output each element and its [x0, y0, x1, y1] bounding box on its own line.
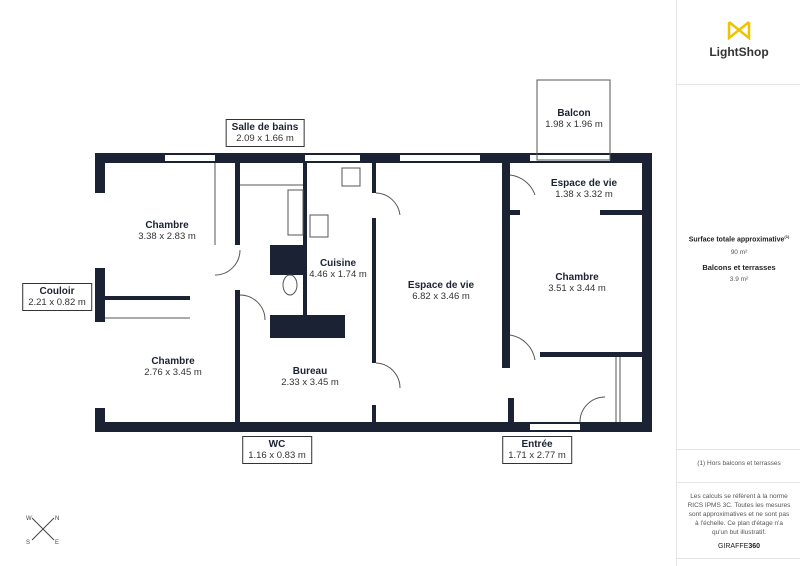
room-name: Espace de vie — [407, 280, 475, 291]
floor-plan: W N S E — [26, 79, 652, 546]
room-dim: 1.71 x 2.77 m — [508, 450, 566, 461]
room-name: Cuisine — [319, 258, 357, 269]
surface-section: Surface totale approximative(1) 90 m² Ba… — [677, 84, 800, 450]
room-dim: 2.33 x 3.45 m — [281, 377, 339, 388]
room-dim: 6.82 x 3.46 m — [412, 291, 470, 302]
room-label-salle-de-bains: Salle de bains 2.09 x 1.66 m — [225, 119, 305, 147]
compass-e: E — [55, 540, 59, 546]
disclaimer: Les calculs se réfèrent à la norme RICS … — [687, 493, 791, 536]
room-label-cuisine: Cuisine 4.46 x 1.74 m — [309, 258, 367, 280]
room-dim: 2.21 x 0.82 m — [28, 297, 86, 308]
room-dim: 2.76 x 3.45 m — [144, 367, 202, 378]
room-dim: 4.46 x 1.74 m — [309, 269, 367, 280]
brand-a: GIRAFFE — [717, 543, 749, 550]
room-name: Espace de vie — [550, 178, 618, 189]
total-sup: (1) — [784, 234, 790, 239]
room-name: Chambre — [151, 356, 195, 367]
room-name: Chambre — [145, 220, 189, 231]
room-dim: 1.16 x 0.83 m — [248, 450, 306, 461]
info-panel: LightShop Surface totale approximative(1… — [676, 0, 800, 566]
room-label-chambre-3: Chambre 3.51 x 3.44 m — [548, 272, 606, 294]
room-label-chambre-2: Chambre 2.76 x 3.45 m — [144, 356, 202, 378]
brand-b: 360 — [748, 543, 761, 550]
room-dim: 3.38 x 2.83 m — [138, 231, 196, 242]
room-dim: 2.09 x 1.66 m — [236, 133, 294, 144]
room-name: Balcon — [557, 108, 591, 119]
compass: W N S E — [26, 516, 59, 546]
balcony-value: 3.9 m² — [729, 276, 749, 284]
room-label-espace-de-vie-2: Espace de vie 1.38 x 3.32 m — [551, 178, 617, 200]
room-dim: 3.51 x 3.44 m — [548, 283, 606, 294]
lightshop-logo-icon — [727, 21, 751, 41]
room-label-couloir: Couloir 2.21 x 0.82 m — [22, 283, 92, 311]
footnote: (1) Hors balcons et terrasses — [677, 449, 800, 483]
windows — [97, 155, 610, 430]
room-name: Bureau — [292, 366, 328, 377]
room-label-wc: WC 1.16 x 0.83 m — [242, 436, 312, 464]
room-name: Couloir — [39, 286, 75, 297]
logo-section: LightShop — [677, 0, 800, 85]
room-label-espace-de-vie-1: Espace de vie 6.82 x 3.46 m — [408, 280, 474, 302]
compass-w: W — [26, 516, 32, 522]
room-label-bureau: Bureau 2.33 x 3.45 m — [281, 366, 339, 388]
disclaimer-section: Les calculs se réfèrent à la norme RICS … — [677, 482, 800, 559]
room-name: Salle de bains — [231, 122, 299, 133]
room-name: Entrée — [521, 439, 553, 450]
fixtures — [105, 79, 621, 423]
compass-n: N — [55, 516, 59, 522]
compass-s: S — [26, 540, 30, 546]
room-label-chambre-1: Chambre 3.38 x 2.83 m — [138, 220, 196, 242]
room-dim: 1.38 x 3.32 m — [555, 189, 613, 200]
total-value: 90 m² — [730, 249, 748, 257]
room-name: Chambre — [555, 272, 599, 283]
room-name: WC — [268, 439, 286, 450]
room-dim: 1.98 x 1.96 m — [545, 119, 603, 130]
room-label-entree: Entrée 1.71 x 2.77 m — [502, 436, 572, 464]
logo-text: LightShop — [709, 45, 769, 59]
balcony-label: Balcons et terrasses — [702, 263, 776, 273]
room-label-balcon: Balcon 1.98 x 1.96 m — [545, 108, 603, 130]
walls — [95, 153, 652, 432]
total-label: Surface totale approximative — [688, 236, 785, 244]
